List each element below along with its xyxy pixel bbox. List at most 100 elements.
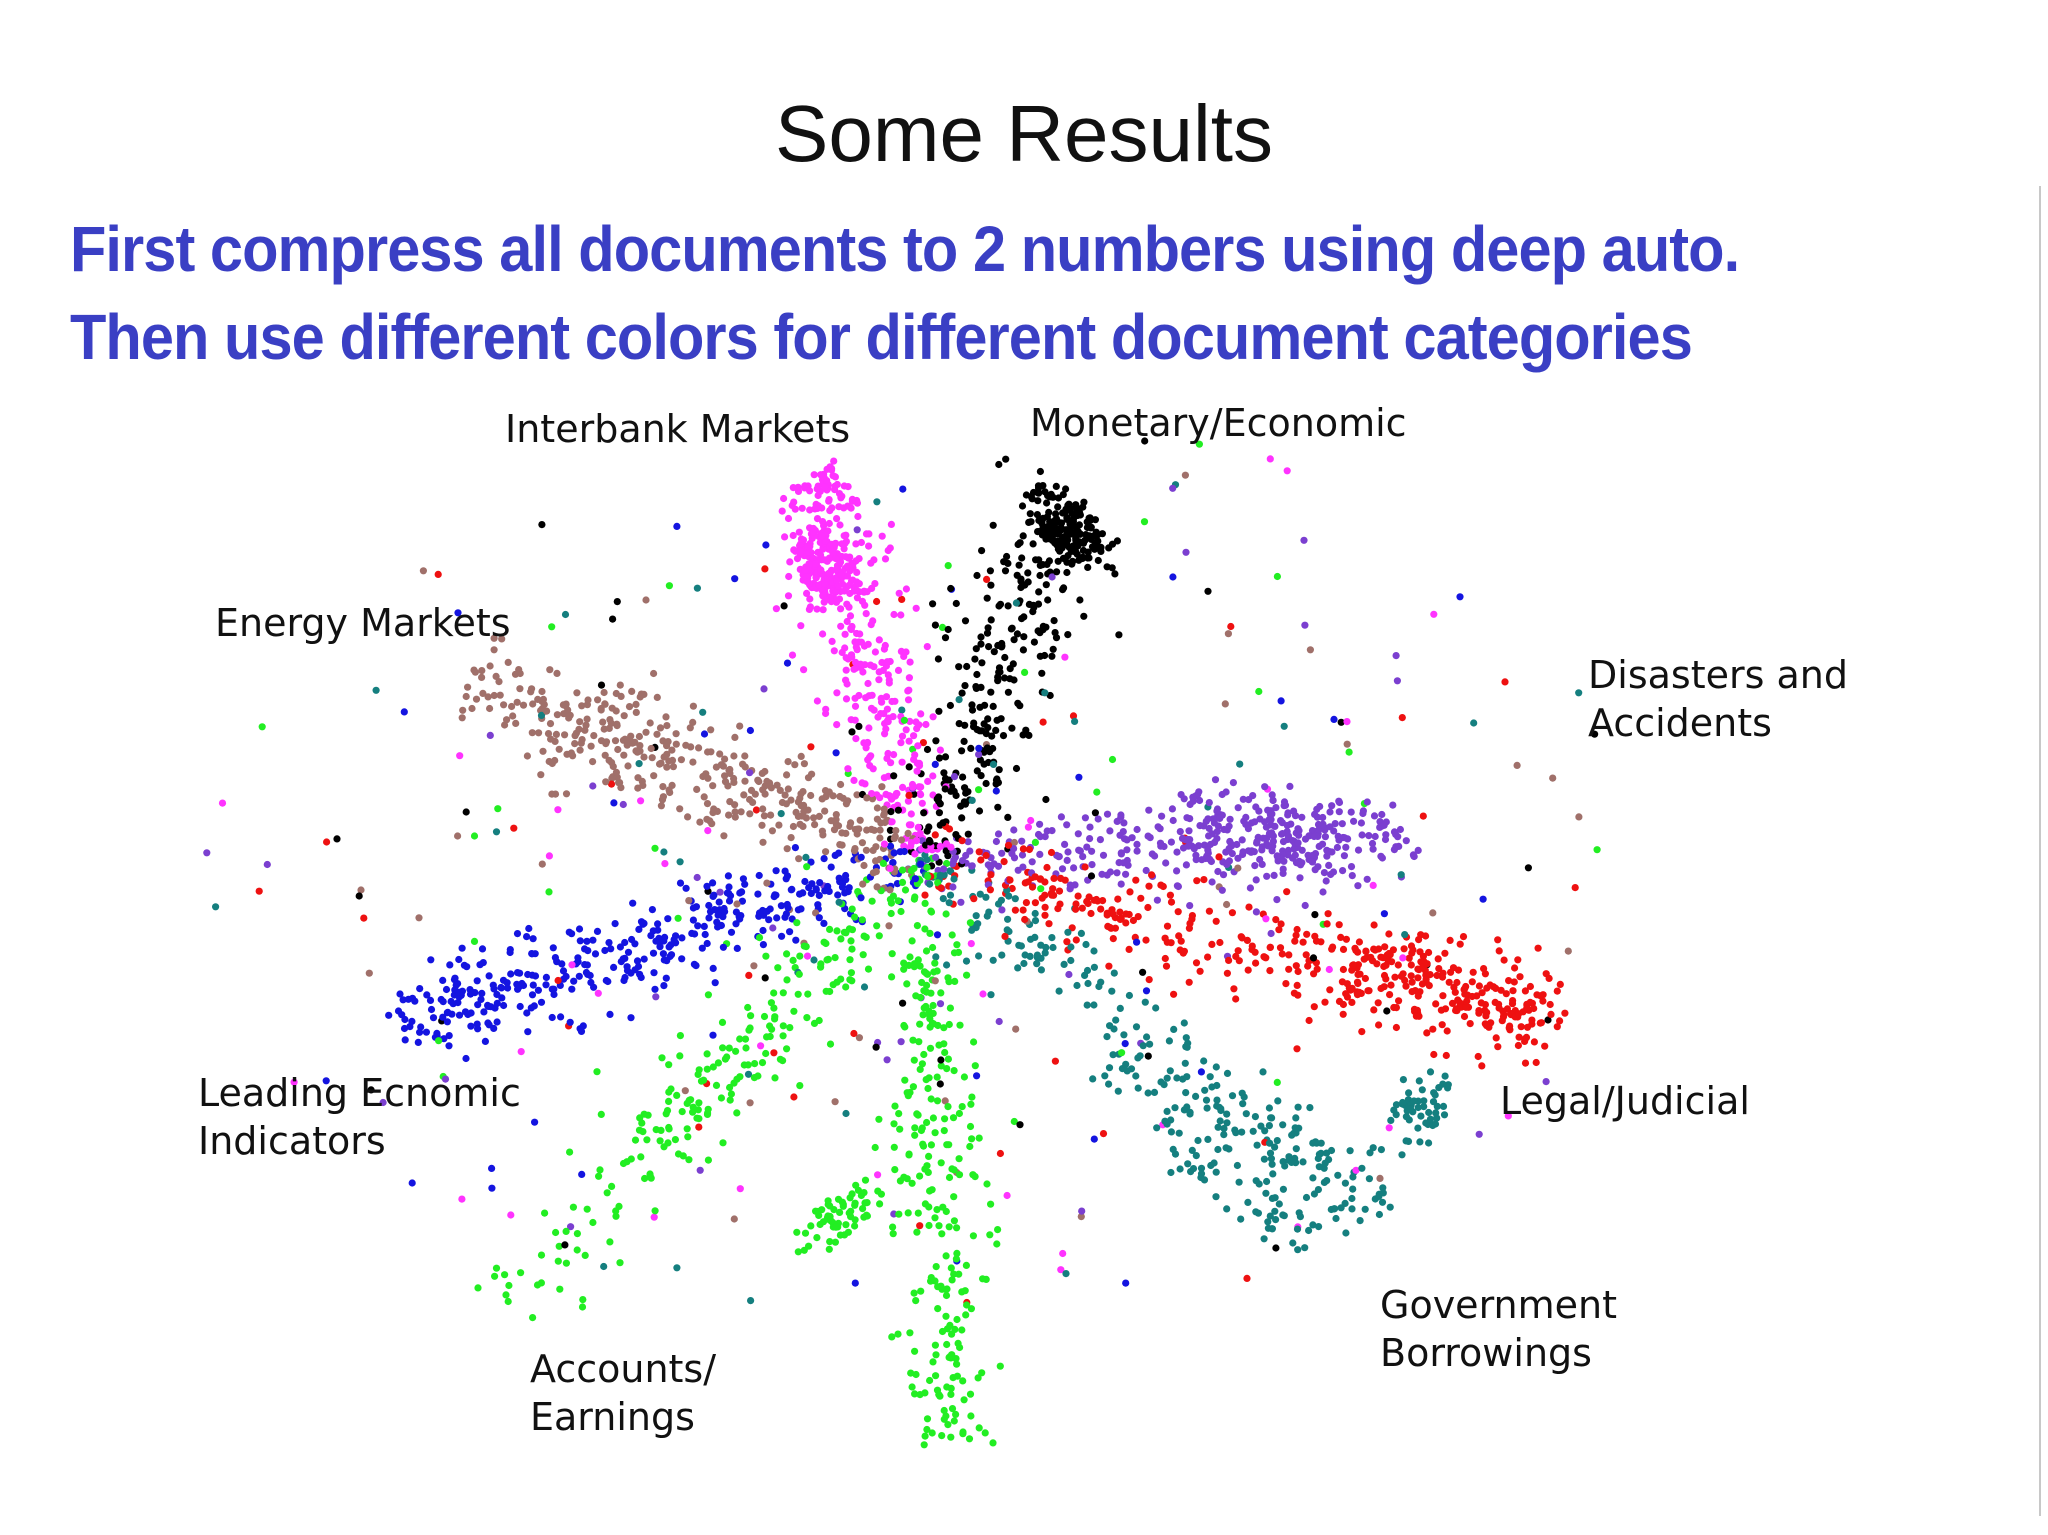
scatter-point bbox=[689, 718, 697, 727]
scatter-point bbox=[1356, 970, 1364, 978]
scatter-point bbox=[931, 1129, 939, 1137]
scatter-point bbox=[938, 1432, 946, 1440]
scatter-point bbox=[721, 1055, 730, 1063]
scatter-point bbox=[975, 786, 983, 794]
scatter-point bbox=[1502, 990, 1510, 998]
scatter-point bbox=[967, 940, 975, 948]
scatter-point bbox=[934, 879, 942, 887]
scatter-point bbox=[992, 726, 1000, 735]
scatter-point bbox=[1234, 947, 1242, 955]
scatter-point bbox=[1422, 932, 1430, 940]
scatter-point bbox=[814, 491, 822, 500]
scatter-point bbox=[665, 943, 673, 951]
scatter-point bbox=[989, 521, 997, 529]
scatter-point bbox=[789, 484, 797, 492]
scatter-point bbox=[1331, 820, 1339, 828]
scatter-point bbox=[714, 911, 722, 919]
scatter-point bbox=[1001, 653, 1009, 662]
scatter-point bbox=[1432, 1109, 1440, 1117]
scatter-point bbox=[566, 1148, 574, 1156]
scatter-point bbox=[417, 1023, 425, 1031]
scatter-point bbox=[851, 1279, 859, 1287]
scatter-point bbox=[563, 750, 571, 758]
scatter-point bbox=[1505, 977, 1513, 985]
scatter-point bbox=[832, 815, 840, 824]
scatter-point bbox=[640, 753, 648, 761]
scatter-point bbox=[1188, 1146, 1196, 1154]
scatter-point bbox=[1495, 1000, 1503, 1008]
scatter-point bbox=[1280, 1212, 1288, 1220]
scatter-point bbox=[523, 1009, 531, 1017]
scatter-point bbox=[982, 893, 990, 901]
scatter-point bbox=[751, 790, 759, 798]
scatter-point bbox=[1385, 949, 1393, 958]
scatter-point bbox=[650, 1213, 658, 1221]
scatter-point bbox=[851, 913, 859, 921]
scatter-point bbox=[1326, 808, 1334, 816]
scatter-point bbox=[923, 863, 931, 872]
scatter-point bbox=[573, 1246, 581, 1254]
scatter-point bbox=[1196, 967, 1204, 975]
scatter-point bbox=[548, 623, 556, 631]
scatter-point bbox=[1392, 1004, 1400, 1012]
scatter-point bbox=[1380, 821, 1388, 829]
scatter-point bbox=[1204, 953, 1212, 961]
scatter-point bbox=[1390, 828, 1399, 836]
scatter-point bbox=[493, 999, 501, 1007]
scatter-point bbox=[1019, 845, 1027, 853]
scatter-point bbox=[907, 810, 915, 818]
scatter-point bbox=[1093, 788, 1101, 796]
scatter-point bbox=[1340, 852, 1348, 860]
scatter-point bbox=[1273, 896, 1281, 904]
scatter-point bbox=[1521, 1059, 1530, 1067]
scatter-point bbox=[807, 858, 815, 866]
scatter-point bbox=[529, 1314, 537, 1322]
scatter-point bbox=[983, 744, 991, 752]
scatter-point bbox=[989, 760, 998, 769]
scatter-point bbox=[367, 1086, 375, 1094]
scatter-point bbox=[871, 648, 880, 656]
scatter-point bbox=[1132, 876, 1140, 884]
scatter-point bbox=[636, 970, 644, 978]
scatter-point bbox=[737, 808, 745, 816]
scatter-point bbox=[938, 1230, 946, 1238]
scatter-point bbox=[1264, 842, 1272, 850]
scatter-point bbox=[803, 1014, 811, 1022]
scatter-point bbox=[911, 850, 919, 858]
scatter-point bbox=[971, 655, 979, 663]
scatter-point bbox=[886, 895, 895, 904]
scatter-point bbox=[902, 648, 910, 656]
scatter-point bbox=[1117, 811, 1125, 819]
scatter-point bbox=[801, 566, 809, 574]
scatter-point bbox=[1430, 610, 1438, 618]
scatter-point bbox=[830, 826, 839, 834]
scatter-point bbox=[1368, 839, 1377, 848]
scatter-point bbox=[1417, 1112, 1425, 1120]
scatter-point bbox=[1356, 1217, 1364, 1225]
scatter-point bbox=[1298, 846, 1306, 854]
scatter-point bbox=[762, 1049, 770, 1058]
scatter-point bbox=[742, 1044, 750, 1052]
series-label: Legal/Judicial bbox=[1500, 1079, 1750, 1123]
scatter-point bbox=[548, 1013, 556, 1022]
scatter-point bbox=[942, 1312, 950, 1320]
scatter-point bbox=[912, 1297, 920, 1305]
scatter-point bbox=[1252, 908, 1260, 916]
scatter-point bbox=[967, 744, 975, 753]
scatter-point bbox=[1054, 557, 1062, 565]
scatter-point bbox=[921, 925, 929, 933]
scatter-point bbox=[1222, 788, 1230, 796]
scatter-point bbox=[1072, 936, 1080, 944]
scatter-point bbox=[701, 930, 709, 939]
scatter-point bbox=[825, 1245, 833, 1253]
scatter-point bbox=[953, 1360, 961, 1368]
scatter-point bbox=[859, 1205, 867, 1213]
scatter-point bbox=[1167, 1168, 1175, 1177]
scatter-point bbox=[904, 797, 913, 805]
scatter-point bbox=[855, 825, 863, 833]
scatter-point bbox=[1335, 921, 1343, 929]
scatter-point bbox=[408, 1179, 416, 1187]
scatter-point bbox=[830, 457, 838, 465]
scatter-point bbox=[935, 754, 944, 762]
scatter-point bbox=[1334, 1171, 1342, 1179]
